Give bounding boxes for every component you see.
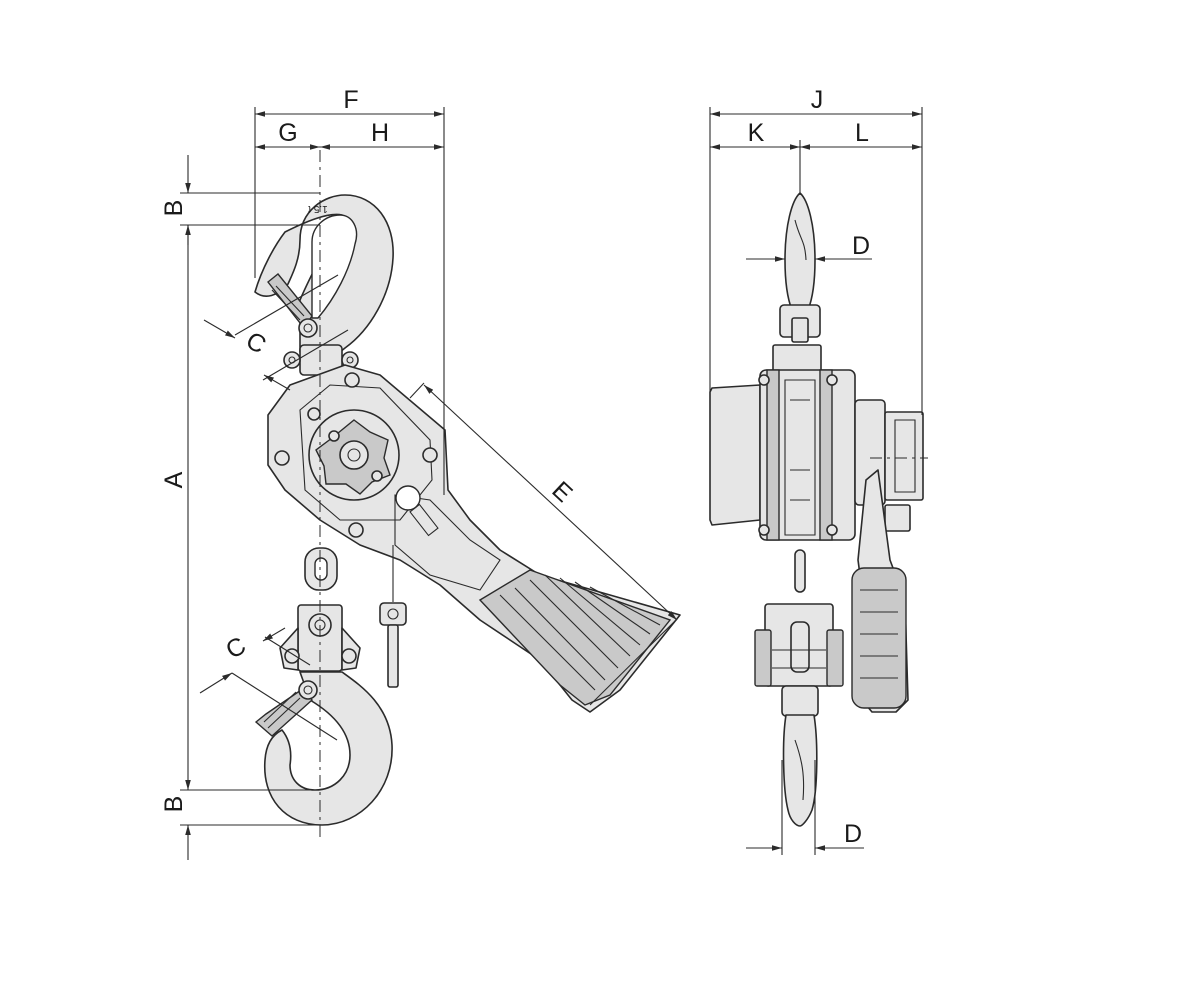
- dim-label-f: F: [343, 86, 358, 114]
- dimension-labels: F G H A B B C C E J K L D D: [160, 86, 870, 848]
- side-bottom-block: [754, 603, 844, 687]
- side-chain-link: [794, 549, 806, 593]
- dim-label-c-bottom: C: [221, 631, 251, 664]
- bottom-hook: [254, 671, 393, 826]
- load-chain: [304, 545, 407, 688]
- side-body: [709, 344, 928, 541]
- dim-label-b-bottom: B: [160, 796, 188, 813]
- dim-label-c-top: C: [241, 326, 271, 359]
- dim-label-a: A: [160, 471, 188, 488]
- side-view: [709, 192, 928, 827]
- front-view: 1.5 t: [254, 150, 681, 840]
- dim-label-d-bottom: D: [844, 820, 862, 848]
- dim-label-h: H: [371, 119, 389, 147]
- side-lever: [851, 469, 909, 713]
- side-bottom-hook: [781, 685, 819, 827]
- top-hook: 1.5 t: [254, 194, 394, 353]
- dimension-lines: [180, 107, 923, 860]
- dim-label-b-top: B: [160, 200, 188, 217]
- dim-label-l: L: [855, 119, 869, 147]
- dim-label-g: G: [278, 119, 297, 147]
- dim-label-j: J: [811, 86, 824, 114]
- dim-label-d-top: D: [852, 232, 870, 260]
- side-top-hook: [779, 192, 821, 343]
- dim-label-k: K: [748, 119, 765, 147]
- hook-capacity-marking: 1.5 t: [308, 203, 328, 214]
